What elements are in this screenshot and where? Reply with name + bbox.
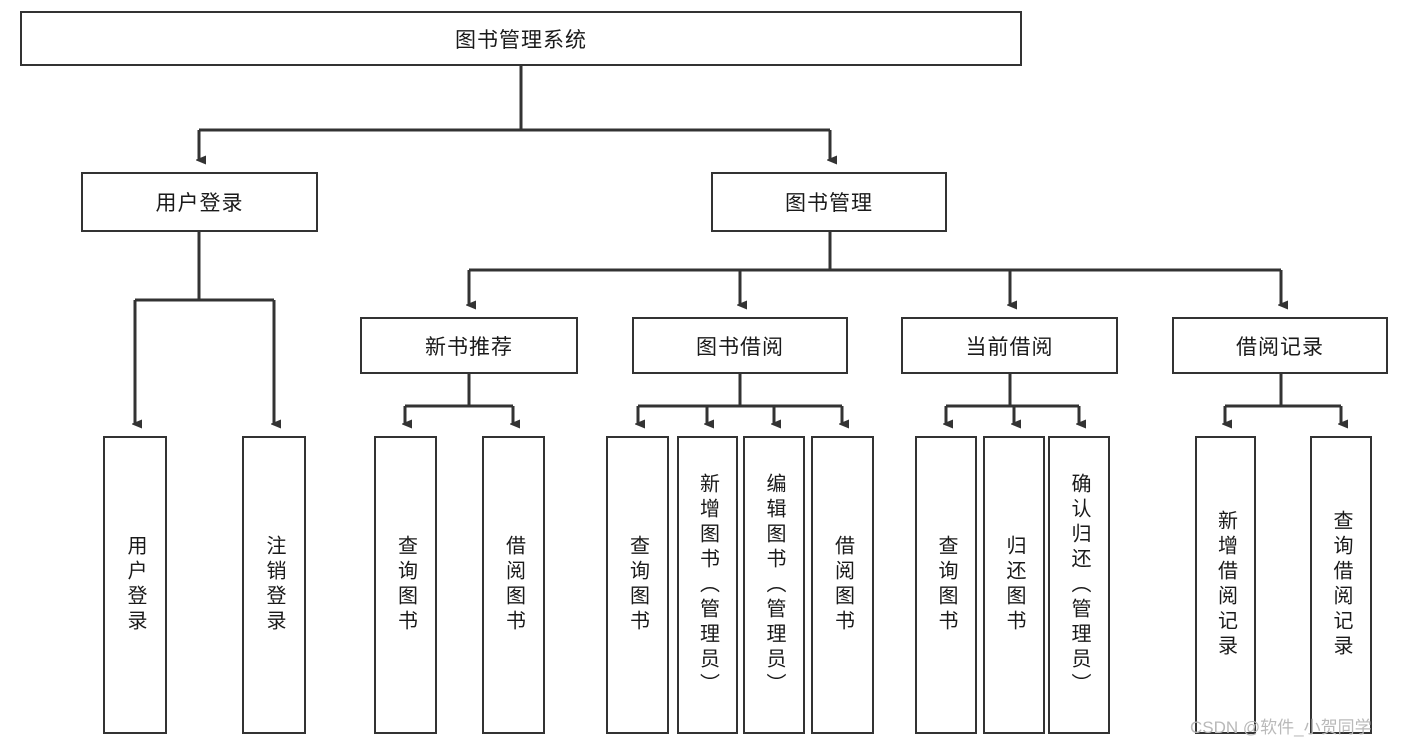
node-leaf-query-book-recommend[interactable]: 查询图书 [374, 436, 437, 734]
node-leaf-add-book-admin[interactable]: 新增图书（管理员） [677, 436, 738, 734]
node-leaf-query-book-borrow[interactable]: 查询图书 [606, 436, 669, 734]
node-leaf-query-book-current[interactable]: 查询图书 [915, 436, 977, 734]
node-leaf-borrow-book-recommend[interactable]: 借阅图书 [482, 436, 545, 734]
node-leaf-logout[interactable]: 注销登录 [242, 436, 306, 734]
node-borrow-records[interactable]: 借阅记录 [1172, 317, 1388, 374]
node-leaf-edit-book-admin[interactable]: 编辑图书（管理员） [743, 436, 805, 734]
node-leaf-add-borrow-record[interactable]: 新增借阅记录 [1195, 436, 1256, 734]
node-leaf-return-book[interactable]: 归还图书 [983, 436, 1045, 734]
node-user-login[interactable]: 用户登录 [81, 172, 318, 232]
watermark-text: CSDN @软件_小贺同学 [1190, 718, 1372, 737]
node-book-management[interactable]: 图书管理 [711, 172, 947, 232]
node-leaf-borrow-book[interactable]: 借阅图书 [811, 436, 874, 734]
node-current-borrow[interactable]: 当前借阅 [901, 317, 1118, 374]
node-root-book-management-system[interactable]: 图书管理系统 [20, 11, 1022, 66]
node-leaf-query-borrow-record[interactable]: 查询借阅记录 [1310, 436, 1372, 734]
node-leaf-user-login[interactable]: 用户登录 [103, 436, 167, 734]
node-leaf-confirm-return-admin[interactable]: 确认归还（管理员） [1048, 436, 1110, 734]
node-new-book-recommend[interactable]: 新书推荐 [360, 317, 578, 374]
node-book-borrow[interactable]: 图书借阅 [632, 317, 848, 374]
